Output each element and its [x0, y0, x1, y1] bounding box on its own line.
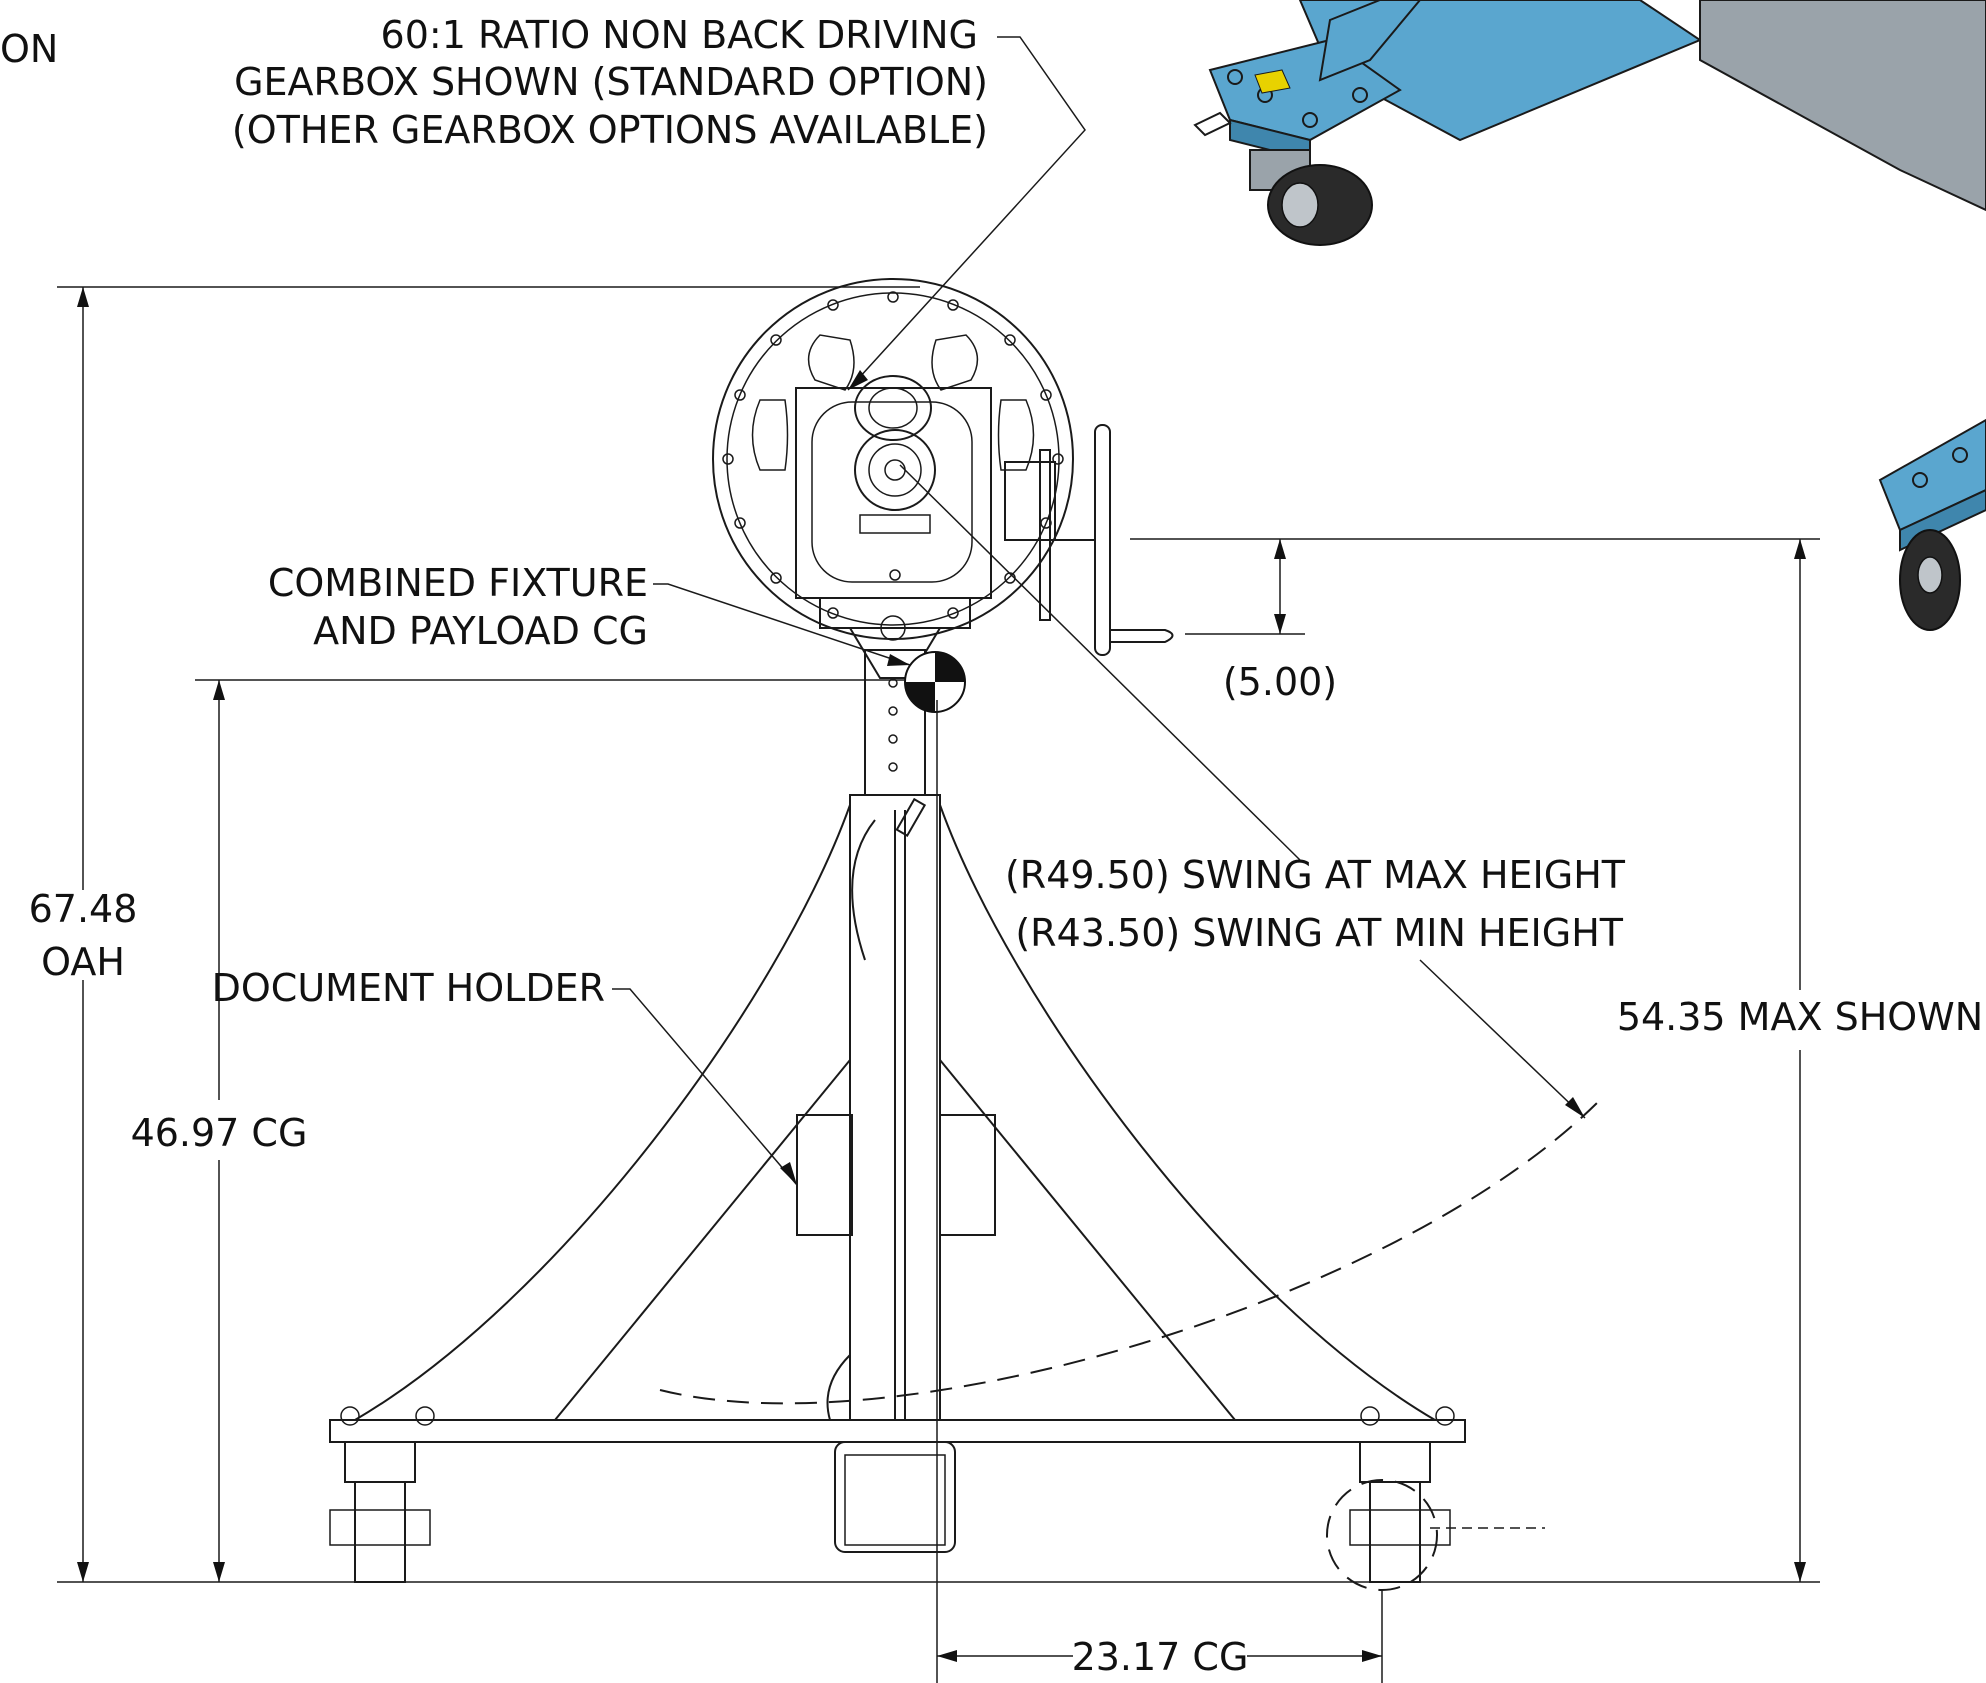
- dimension-values: 67.48 OAH 46.97 CG 54.35 MAX SHOWN (5.00…: [29, 660, 1984, 1679]
- cutoff-label: ON: [0, 27, 58, 71]
- dimension-lines: [57, 286, 1820, 1683]
- offset-value: (5.00): [1223, 660, 1337, 704]
- cg-symbol: [904, 651, 966, 713]
- document-holder-label: DOCUMENT HOLDER: [212, 966, 605, 1010]
- cg-height-value: 46.97 CG: [131, 1111, 308, 1155]
- mast: [849, 649, 941, 1421]
- swing-min-label: (R43.50) SWING AT MIN HEIGHT: [1015, 911, 1623, 955]
- gearbox-label-line1: 60:1 RATIO NON BACK DRIVING: [381, 13, 978, 57]
- gearbox-label-line3: (OTHER GEARBOX OPTIONS AVAILABLE): [232, 108, 988, 152]
- rotating-faceplate: [712, 278, 1074, 640]
- leader-lines: [612, 36, 1586, 1186]
- rotating-head-assembly: [712, 278, 1174, 679]
- cg-horizontal-value: 23.17 CG: [1072, 1635, 1249, 1679]
- oah-label: OAH: [41, 940, 125, 984]
- annotation-labels: ON 60:1 RATIO NON BACK DRIVING GEARBOX S…: [0, 13, 1626, 1010]
- fixture-cg-label-line1: COMBINED FIXTURE: [268, 561, 648, 605]
- cart-isometric-view: [1193, 0, 1986, 631]
- oah-value: 67.48: [29, 887, 138, 931]
- base-frame: [329, 804, 1545, 1591]
- max-shown-value: 54.35 MAX SHOWN: [1617, 995, 1983, 1039]
- gearbox-label-line2: GEARBOX SHOWN (STANDARD OPTION): [234, 60, 988, 104]
- fixture-cg-label-line2: AND PAYLOAD CG: [313, 609, 648, 653]
- document-holder: [796, 1114, 996, 1236]
- swing-max-label: (R49.50) SWING AT MAX HEIGHT: [1005, 853, 1626, 897]
- swing-arc: [659, 1099, 1601, 1405]
